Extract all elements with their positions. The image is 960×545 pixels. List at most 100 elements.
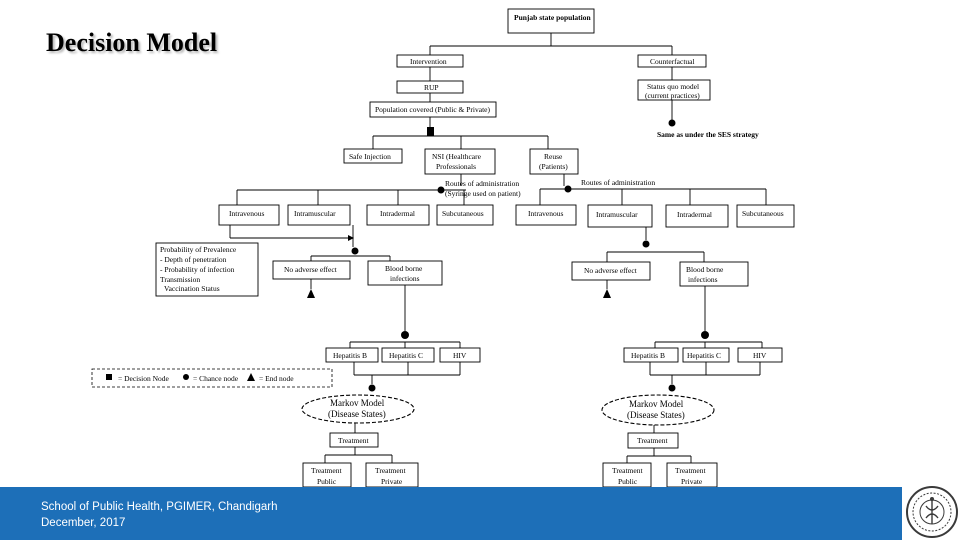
svg-text:No adverse effect: No adverse effect bbox=[584, 266, 638, 275]
svg-text:- Probability of infection: - Probability of infection bbox=[160, 265, 235, 274]
routes-label-left: Routes of administration bbox=[445, 179, 519, 188]
route-box-right-2: Intramuscular bbox=[587, 204, 653, 228]
seal-icon bbox=[906, 486, 958, 538]
svg-text:Intervention: Intervention bbox=[410, 57, 447, 66]
svg-text:- Depth of penetration: - Depth of penetration bbox=[160, 255, 227, 264]
chance-node-legend-icon bbox=[183, 374, 189, 380]
counterfactual-node: Counterfactual bbox=[637, 54, 707, 68]
svg-text:= Decision Node: = Decision Node bbox=[118, 374, 170, 383]
svg-text:Hepatitis B: Hepatitis B bbox=[631, 351, 665, 360]
probability-box: Probability of Prevalence - Depth of pen… bbox=[155, 242, 259, 297]
svg-text:Private: Private bbox=[381, 477, 403, 486]
svg-text:Treatment: Treatment bbox=[612, 466, 643, 475]
svg-text:infections: infections bbox=[390, 274, 420, 283]
svg-text:(Disease States): (Disease States) bbox=[627, 410, 685, 420]
legend: = Decision Node = Chance node = End node bbox=[91, 368, 333, 388]
hepatitis-c-right: Hepatitis C bbox=[682, 347, 730, 363]
treatment-private-right: Treatment Private bbox=[666, 462, 718, 488]
treatment-right: Treatment bbox=[627, 432, 679, 449]
route-box-left-1: Intravenous bbox=[218, 204, 280, 226]
status-quo-node: Status quo model (current practices) bbox=[637, 79, 711, 101]
chance-node bbox=[668, 119, 676, 127]
root-node: Punjab state population bbox=[507, 8, 595, 34]
svg-text:Intramuscular: Intramuscular bbox=[294, 209, 336, 218]
same-as-label: Same as under the SES strategy bbox=[657, 130, 759, 139]
svg-text:Blood borne: Blood borne bbox=[385, 264, 423, 273]
markov-model-left: Markov Model (Disease States) bbox=[301, 394, 415, 424]
svg-text:NSI (Healthcare: NSI (Healthcare bbox=[432, 152, 482, 161]
svg-text:(current practices): (current practices) bbox=[645, 91, 700, 100]
svg-text:(Disease States): (Disease States) bbox=[328, 409, 386, 419]
svg-text:Subcutaneous: Subcutaneous bbox=[442, 209, 484, 218]
intervention-node: Intervention bbox=[396, 54, 464, 68]
treatment-private-left: Treatment Private bbox=[365, 462, 419, 488]
end-node-legend-icon bbox=[247, 373, 255, 381]
decision-node-legend-icon bbox=[106, 374, 112, 380]
svg-text:Hepatitis C: Hepatitis C bbox=[687, 351, 721, 360]
hiv-left: HIV bbox=[439, 347, 481, 363]
svg-text:(Patients): (Patients) bbox=[539, 162, 568, 171]
footer-date: December, 2017 bbox=[41, 517, 126, 529]
svg-text:Subcutaneous: Subcutaneous bbox=[742, 209, 784, 218]
svg-text:HIV: HIV bbox=[753, 351, 767, 360]
svg-text:Transmission: Transmission bbox=[160, 275, 200, 284]
svg-text:Status quo model: Status quo model bbox=[647, 82, 699, 91]
treatment-public-left: Treatment Public bbox=[302, 462, 352, 488]
svg-text:Intradermal: Intradermal bbox=[380, 209, 415, 218]
svg-text:Treatment: Treatment bbox=[338, 436, 369, 445]
route-box-right-4: Subcutaneous bbox=[736, 204, 795, 228]
route-box-left-4: Subcutaneous bbox=[436, 204, 494, 226]
hepatitis-c-left: Hepatitis C bbox=[381, 347, 435, 363]
svg-text:= End node: = End node bbox=[259, 374, 294, 383]
svg-text:Markov Model: Markov Model bbox=[330, 398, 385, 408]
svg-text:Private: Private bbox=[681, 477, 703, 486]
svg-text:RUP: RUP bbox=[424, 83, 439, 92]
population-node: Population covered (Public & Private) bbox=[369, 101, 497, 118]
route-box-left-3: Intradermal bbox=[366, 204, 430, 226]
hiv-right: HIV bbox=[737, 347, 783, 363]
svg-text:Intramuscular: Intramuscular bbox=[596, 210, 638, 219]
svg-text:No adverse effect: No adverse effect bbox=[284, 265, 338, 274]
footer-institution: School of Public Health, PGIMER, Chandig… bbox=[41, 501, 278, 513]
footer-bar: School of Public Health, PGIMER, Chandig… bbox=[0, 487, 902, 540]
reuse-node: Reuse (Patients) bbox=[529, 148, 579, 175]
routes-sublabel-left: (Syringe used on patient) bbox=[445, 189, 521, 198]
blood-borne-right: Blood borne infections bbox=[679, 261, 749, 287]
svg-text:Reuse: Reuse bbox=[544, 152, 563, 161]
end-node bbox=[603, 289, 611, 298]
svg-text:Markov Model: Markov Model bbox=[629, 399, 684, 409]
svg-text:Intravenous: Intravenous bbox=[229, 209, 264, 218]
safe-injection-node: Safe Injection bbox=[343, 148, 403, 164]
chance-node bbox=[701, 331, 709, 339]
svg-text:Intravenous: Intravenous bbox=[528, 209, 563, 218]
route-box-right-3: Intradermal bbox=[665, 204, 729, 228]
treatment-left: Treatment bbox=[329, 432, 379, 448]
chance-node bbox=[351, 247, 359, 255]
hepatitis-b-left: Hepatitis B bbox=[325, 347, 379, 363]
svg-text:HIV: HIV bbox=[453, 351, 467, 360]
no-adverse-right: No adverse effect bbox=[571, 261, 651, 281]
nsi-node: NSI (Healthcare Professionals bbox=[424, 148, 496, 175]
routes-label-right: Routes of administration bbox=[581, 178, 655, 187]
markov-model-right: Markov Model (Disease States) bbox=[601, 394, 715, 426]
svg-text:Counterfactual: Counterfactual bbox=[650, 57, 695, 66]
svg-text:Safe Injection: Safe Injection bbox=[349, 152, 391, 161]
chance-node bbox=[401, 331, 409, 339]
svg-text:Punjab state population: Punjab state population bbox=[514, 13, 592, 22]
no-adverse-left: No adverse effect bbox=[272, 260, 351, 280]
decision-node bbox=[427, 127, 434, 136]
svg-text:= Chance node: = Chance node bbox=[193, 374, 239, 383]
hepatitis-b-right: Hepatitis B bbox=[623, 347, 679, 363]
svg-text:Public: Public bbox=[618, 477, 638, 486]
svg-text:Probability of Prevalence: Probability of Prevalence bbox=[160, 245, 237, 254]
blood-borne-left: Blood borne infections bbox=[367, 260, 443, 286]
svg-text:Public: Public bbox=[317, 477, 337, 486]
chance-node bbox=[668, 384, 676, 392]
svg-text:Hepatitis C: Hepatitis C bbox=[389, 351, 423, 360]
route-box-right-1: Intravenous bbox=[515, 204, 577, 226]
slide-title: Decision Model bbox=[46, 28, 218, 57]
svg-text:infections: infections bbox=[688, 275, 718, 284]
chance-node bbox=[368, 384, 376, 392]
chance-node bbox=[642, 240, 650, 248]
svg-text:Treatment: Treatment bbox=[375, 466, 406, 475]
